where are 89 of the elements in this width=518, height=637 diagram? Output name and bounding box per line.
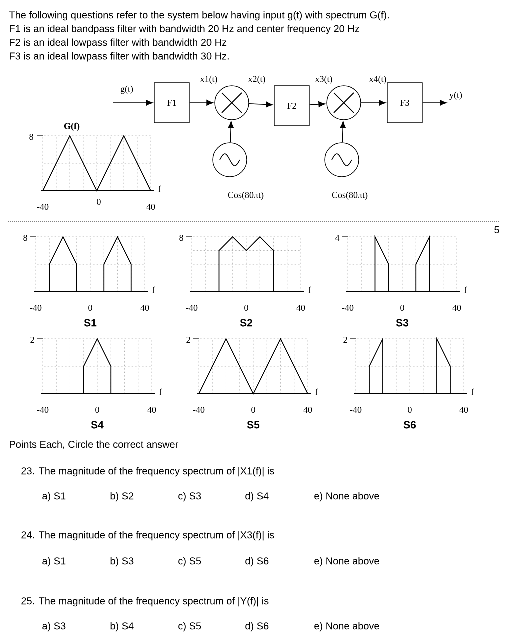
axis-tick-label: 40	[146, 204, 156, 210]
axis-tick-label: -40	[37, 204, 49, 210]
question-text: 24. The magnitude of the frequency spectrum of |X3(f)| is	[22, 531, 274, 541]
answer-option: e) None above	[314, 492, 380, 502]
signal-label: x4(t)	[369, 76, 386, 84]
axis-tick-label: 2	[344, 337, 348, 343]
axis-tick-label: 2	[30, 337, 34, 343]
axis-tick-label: 40	[296, 304, 306, 312]
plot-caption: S1	[84, 319, 97, 327]
answer-option: d) S6	[246, 622, 269, 632]
signal-label: g(t)	[120, 86, 134, 94]
axis-tick-label: -40	[342, 304, 354, 312]
answer-option: e) None above	[314, 622, 380, 632]
axis-tick-label: 0	[97, 198, 101, 206]
header-text: F3 is an ideal lowpass filter with bandwidth 30 Hz.	[10, 52, 229, 62]
axis-tick-label: 0	[408, 406, 412, 414]
axis-tick-label: 0	[400, 304, 404, 312]
axis-tick-label: 8	[180, 234, 184, 242]
question-text: 25. The magnitude of the frequency spectrum of |Y(f)| is	[22, 597, 269, 607]
page-number: 5	[494, 226, 500, 234]
axis-tick-label: 8	[30, 134, 34, 140]
plot-caption: S6	[404, 421, 416, 429]
axis-label: f	[159, 388, 162, 396]
header-text: F1 is an ideal bandpass filter with bandwidth 20 Hz and center frequency 20 Hz	[10, 25, 360, 34]
answer-option: c) S5	[178, 557, 202, 567]
axis-label: f	[152, 286, 156, 294]
axis-tick-label: 40	[140, 304, 150, 312]
axis-tick-label: -40	[186, 304, 198, 312]
answer-option: b) S4	[110, 622, 134, 632]
signal-label: y(t)	[450, 92, 462, 100]
axis-label: f	[464, 286, 468, 294]
arrow	[422, 100, 447, 106]
answer-option: d) S6	[246, 557, 269, 567]
axis-tick-label: 40	[452, 304, 462, 312]
answer-option: c) S3	[178, 492, 202, 502]
axis-tick-label: 0	[88, 304, 92, 312]
answer-option: c) S5	[178, 622, 202, 632]
answer-option: d) S4	[246, 492, 269, 502]
plot-title: G(f)	[64, 122, 80, 132]
axis-tick-label: -40	[30, 304, 42, 312]
filter-box: F3	[387, 82, 423, 124]
axis-tick-label: 40	[460, 406, 468, 414]
plot-caption: S2	[240, 319, 252, 327]
axis-tick-label: 0	[252, 406, 256, 414]
axis-tick-label: 40	[148, 406, 156, 414]
axis-tick-label: -40	[37, 406, 49, 414]
arrow	[340, 121, 346, 144]
oscillator-label: Cos(80πt)	[228, 192, 264, 200]
oscillator-symbol	[324, 142, 360, 178]
arrow	[360, 100, 386, 106]
axis-label: f	[315, 388, 318, 396]
signal-label: x1(t)	[200, 76, 218, 84]
signal-label: x3(t)	[315, 76, 332, 84]
oscillator-symbol	[212, 142, 248, 178]
answer-option: b) S3	[110, 557, 134, 567]
plot-caption: S3	[396, 319, 409, 327]
axis-label: f	[158, 186, 162, 192]
answer-option: a) S1	[42, 557, 66, 567]
oscillator-label: Cos(80πt)	[332, 192, 368, 200]
filter-box: F2	[274, 86, 310, 126]
header-text: F2 is an ideal lowpass filter with bandwidth 20 Hz	[10, 38, 227, 48]
axis-tick-label: 40	[304, 406, 312, 414]
plot-caption: S5	[247, 421, 260, 429]
arrow	[309, 102, 326, 108]
axis-tick-label: 8	[24, 234, 28, 242]
axis-label: f	[471, 388, 474, 396]
answer-option: b) S2	[110, 492, 134, 502]
arrow	[189, 100, 214, 106]
axis-tick-label: 0	[244, 304, 248, 312]
multiplier-symbol	[214, 86, 250, 120]
answer-option: a) S3	[42, 622, 66, 632]
answer-option: a) S1	[42, 492, 66, 502]
signal-label: x2(t)	[248, 76, 266, 84]
axis-tick-label: 2	[186, 337, 190, 343]
arrow	[112, 100, 154, 106]
axis-tick-label: -40	[193, 406, 205, 414]
instruction-text: Points Each, Circle the correct answer	[10, 440, 179, 450]
axis-tick-label: 4	[335, 235, 340, 241]
question-text: 23. The magnitude of the frequency spectrum of |X1(f)| is	[22, 467, 274, 477]
arrow	[228, 121, 234, 144]
axis-label: f	[308, 286, 312, 294]
filter-box: F1	[154, 82, 190, 124]
plot-caption: S4	[91, 421, 104, 429]
arrow	[248, 102, 274, 108]
multiplier-symbol	[326, 86, 362, 120]
answer-option: e) None above	[314, 557, 380, 567]
axis-tick-label: -40	[350, 406, 362, 414]
header-text: The following questions refer to the system below having input g(t) with spectrum G(f).	[9, 11, 389, 21]
axis-tick-label: 0	[96, 406, 100, 414]
